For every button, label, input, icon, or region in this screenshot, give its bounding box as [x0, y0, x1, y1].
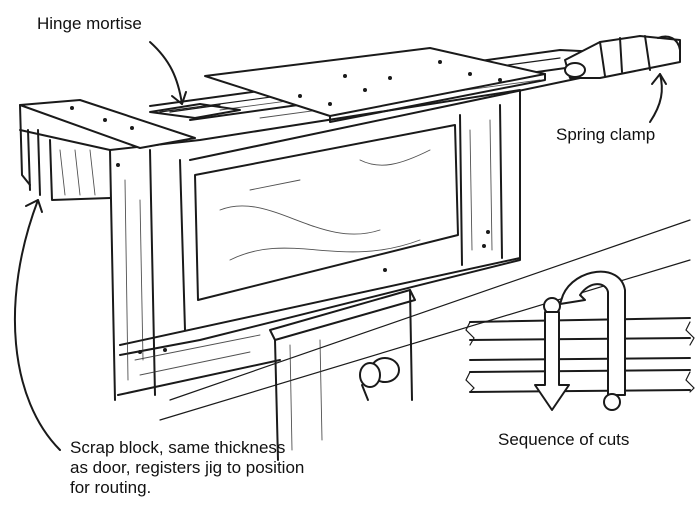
sequence-of-cuts-diagram	[465, 270, 695, 411]
spring-clamp	[564, 35, 681, 79]
scrap-block-label-line: Scrap block, same thickness	[70, 438, 286, 457]
scrap-block	[19, 99, 196, 201]
jig-frame	[109, 89, 691, 421]
hinge-mortise-slot	[149, 103, 241, 119]
door-panel	[269, 289, 416, 461]
scrap-block-label-line: for routing.	[70, 478, 152, 497]
hinge-mortise-callout-arrow	[149, 41, 187, 105]
scrap-block-label-line: as door, registers jig to position	[70, 458, 305, 477]
jig-top-plate	[204, 47, 546, 123]
hinge-mortise-label: Hinge mortise	[37, 14, 142, 33]
spring-clamp-callout-arrow	[649, 73, 667, 123]
scrap-block-label: Scrap block, same thickness as door, reg…	[70, 438, 304, 498]
scrap-block-callout-arrow	[13, 199, 61, 451]
spring-clamp-label: Spring clamp	[556, 125, 656, 144]
sequence-of-cuts-label: Sequence of cuts	[498, 430, 630, 449]
